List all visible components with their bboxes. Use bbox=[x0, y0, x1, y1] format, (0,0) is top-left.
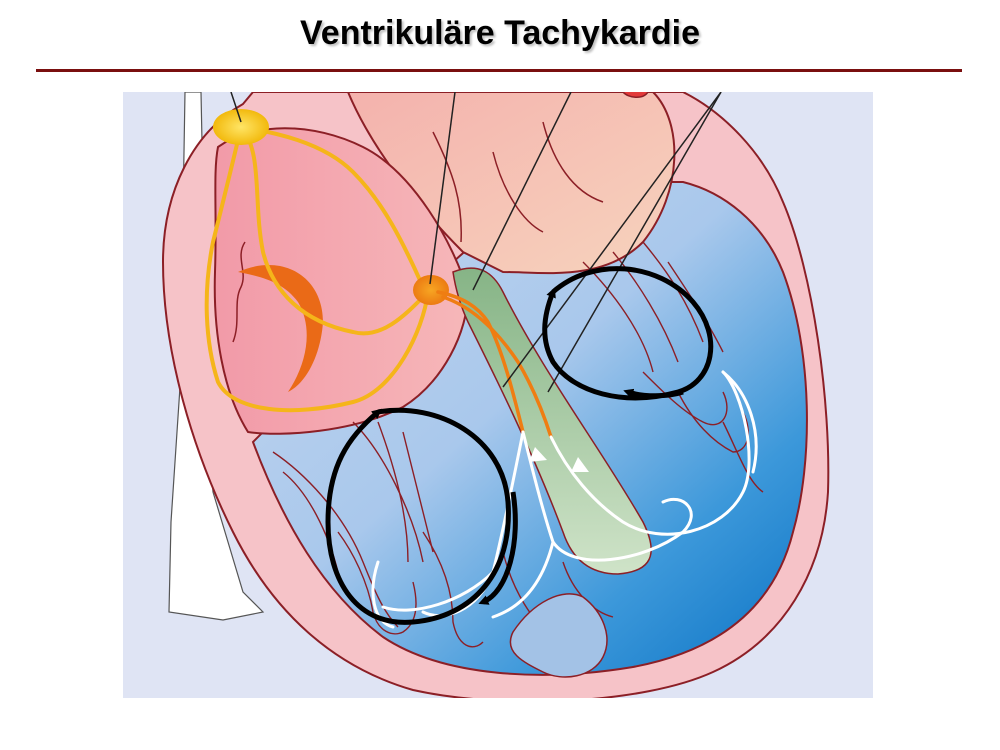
reentry-circuit-left bbox=[325, 407, 511, 625]
sa-node bbox=[213, 109, 269, 145]
right-atrium-ridge bbox=[232, 241, 246, 343]
reentry-circuit-right-head bbox=[623, 388, 684, 399]
slide-title: Ventrikuläre Tachykardie bbox=[299, 14, 700, 52]
internodal-pathways bbox=[204, 125, 430, 413]
heart-svg bbox=[161, 92, 830, 698]
lower-papillary-muscle bbox=[509, 593, 608, 678]
his-bundle-branches bbox=[436, 290, 553, 439]
atrial-crescent bbox=[238, 265, 323, 392]
purkinje-fibres bbox=[371, 370, 758, 629]
annotation-leader-lines bbox=[230, 92, 722, 393]
heart-illustration bbox=[123, 92, 873, 698]
av-node bbox=[413, 275, 449, 305]
title-divider bbox=[36, 69, 962, 72]
conduction-direction-arrows bbox=[529, 447, 589, 472]
interventricular-septum bbox=[452, 267, 652, 575]
reentry-circuit-left-head bbox=[478, 491, 518, 605]
reentry-circuit-right bbox=[542, 266, 714, 401]
